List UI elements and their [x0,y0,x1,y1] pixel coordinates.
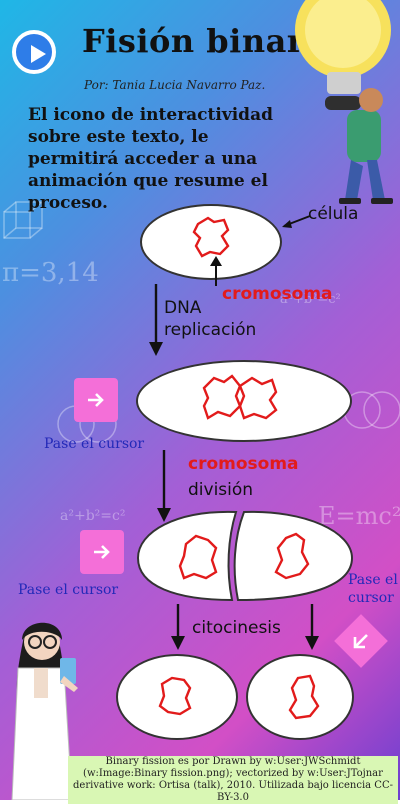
label-replication: replicación [164,320,257,340]
label-chromosome-1: cromosoma [222,284,333,304]
chromosome-right [288,674,320,720]
hover-button-1[interactable] [74,378,118,422]
label-cell: célula [308,204,359,224]
arrow-down-left-icon [353,634,368,649]
scientist-illustration [11,622,78,800]
hover-button-3[interactable] [334,614,388,668]
doodle-pythagoras-2: a²+b²=c² [280,292,341,307]
doodle-emc2: E=mc² [318,502,400,530]
pointer-chromosome-arrow [210,256,222,286]
chromosome-1 [192,216,230,258]
label-cytokinesis: citocinesis [192,618,281,638]
arrow-right-icon [88,393,104,407]
author-line: Por: Tania Lucia Navarro Paz. [84,78,266,92]
cell-2 [136,360,352,442]
arrow-right-icon [94,545,110,559]
hover-label-right-line2: cursor [348,590,394,606]
label-dna: DNA [164,298,202,318]
cell-1 [140,204,282,280]
cell-3-dividing [136,510,354,602]
step-3-arrow-right [305,604,319,650]
pointer-cell-arrow [282,215,311,228]
lightbulb-character-illustration [295,0,393,204]
play-animation-button[interactable] [12,30,56,74]
daughter-cell-right [246,654,354,740]
doodle-cube [3,201,43,239]
chromosome-left [158,676,192,716]
step-1-arrow [149,284,163,356]
hover-label-2: Pase el cursor [18,582,119,598]
intro-text: El icono de interactividad sobre este te… [28,105,273,213]
doodle-pythagoras: a²+b²=c² [60,508,126,524]
daughter-cell-left [116,654,238,740]
chromosome-2 [202,374,278,420]
step-2-arrow [157,450,171,522]
label-chromosome-2: cromosoma [188,454,299,474]
label-division: división [188,480,254,500]
hover-button-2[interactable] [80,530,124,574]
hover-label-right-line1: Pase el [348,572,398,588]
step-3-arrow-left [171,604,185,650]
page-title: Fisión binaria [82,22,339,60]
hover-label-1: Pase el cursor [44,436,145,452]
play-icon [31,45,46,63]
image-credit: Binary fission es por Drawn by w:User:JW… [68,756,398,804]
doodle-pi: π=3,14 [2,258,99,288]
